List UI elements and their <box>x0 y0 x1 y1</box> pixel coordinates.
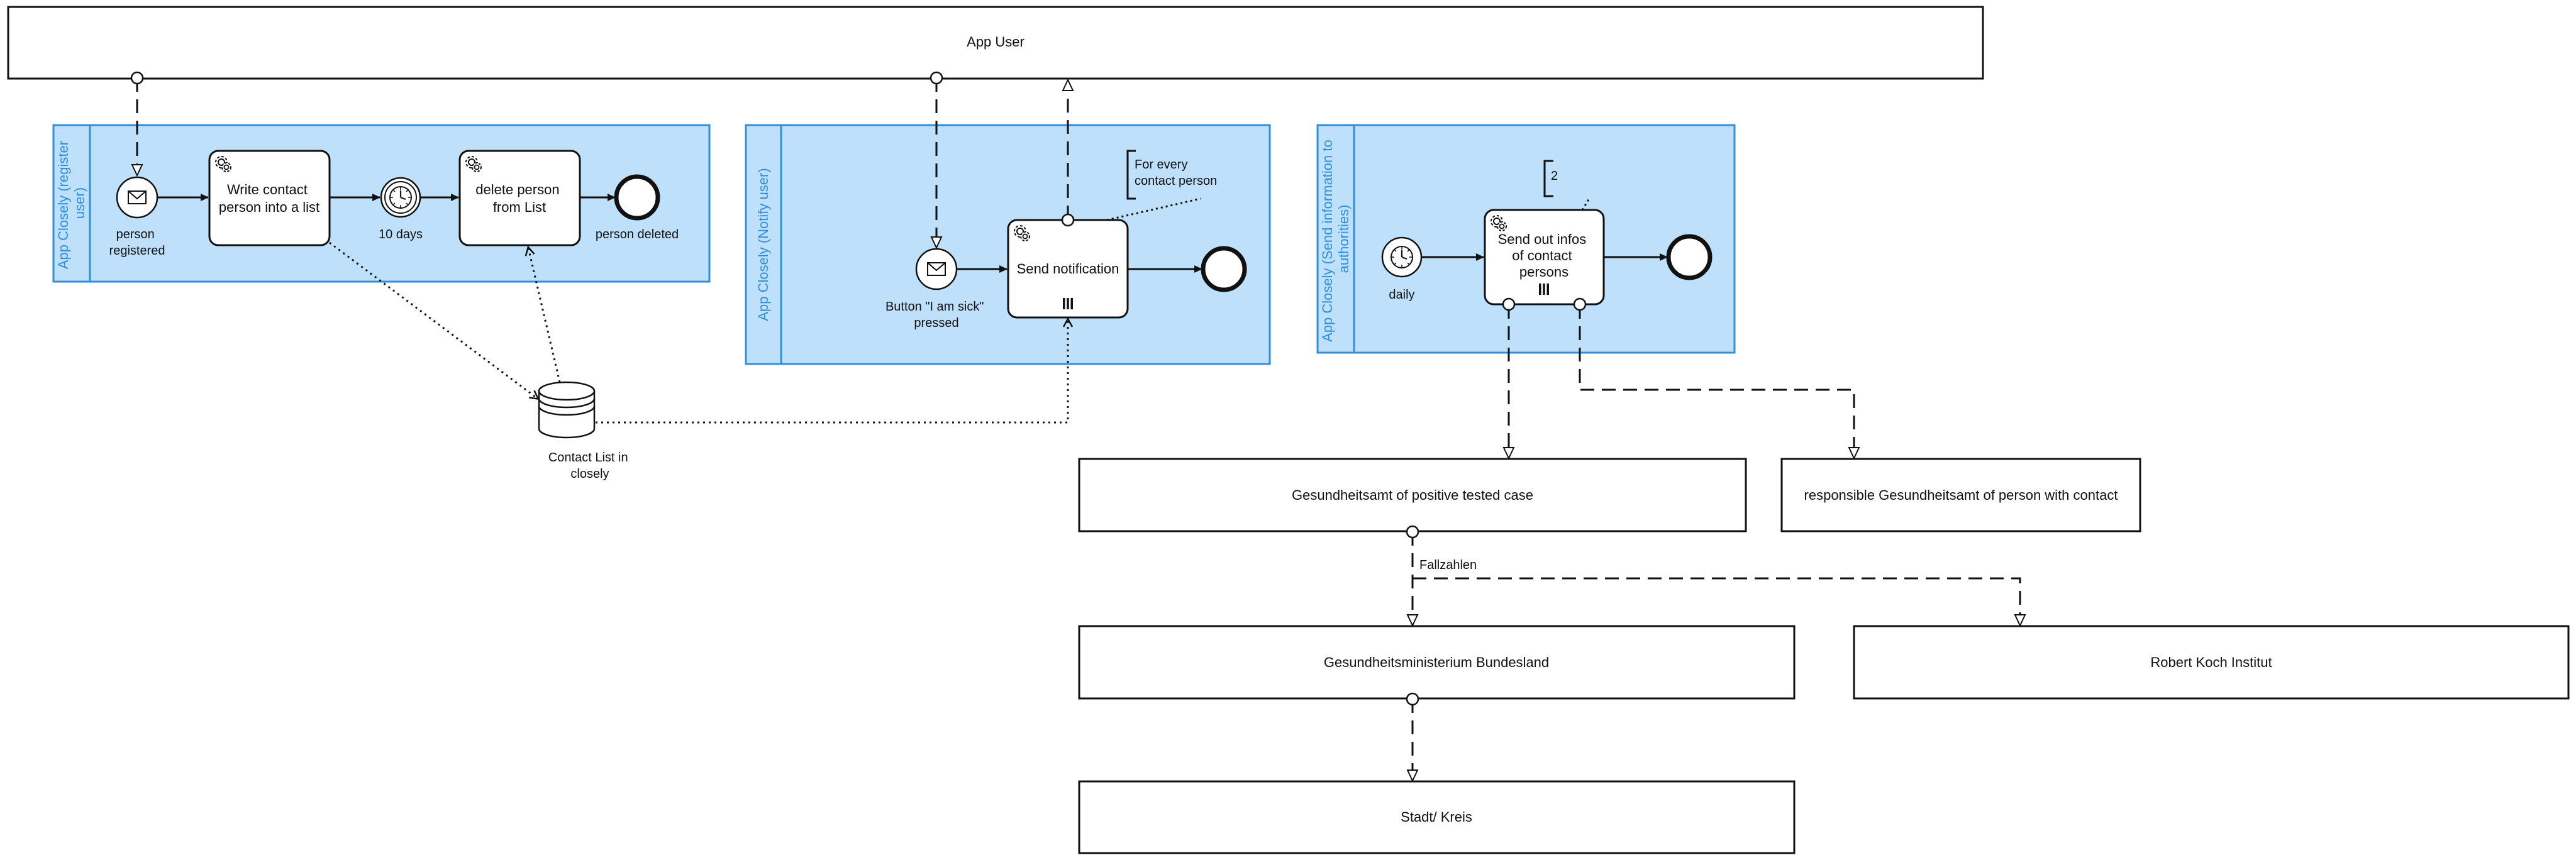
daily-label: daily <box>1389 288 1414 302</box>
end-event-authorities[interactable] <box>1666 234 1713 280</box>
pool-app-user-label: App User <box>967 34 1024 50</box>
clock-icon <box>389 185 413 209</box>
lane-notify-user-label: App Closely (Notify user) <box>755 168 771 321</box>
pool-app-user[interactable]: App User <box>7 6 1984 80</box>
button-pressed-label: Button "I am sick" pressed <box>886 300 987 330</box>
task-send-out-infos-label: Send out infos of contact persons <box>1498 231 1591 280</box>
task-send-out-infos[interactable]: Send out infos of contact persons <box>1484 209 1605 306</box>
message-flow-fallzahlen-label: Fallzahlen <box>1419 558 1477 572</box>
timer-start-event-daily[interactable] <box>1381 236 1423 278</box>
parallel-multi-instance-icon <box>1539 284 1549 295</box>
task-delete-person-label: delete person from List <box>475 182 563 215</box>
data-associations <box>329 241 1068 424</box>
annotation-two[interactable]: 2 <box>1543 160 1591 211</box>
pool-rki-label: Robert Koch Institut <box>2150 654 2272 670</box>
ten-days-label: 10 days <box>379 228 423 241</box>
pool-stadt-kreis[interactable]: Stadt/ Kreis <box>1078 780 1796 854</box>
person-deleted-label: person deleted <box>596 228 679 241</box>
pool-gesundheitsamt-contact[interactable]: responsible Gesundheitsamt of person wit… <box>1780 458 2141 532</box>
pool-gesundheitsamt-positive[interactable]: Gesundheitsamt of positive tested case <box>1078 458 1747 532</box>
pool-gesundheitsamt-contact-label: responsible Gesundheitsamt of person wit… <box>1804 487 2118 503</box>
end-event-notify[interactable] <box>1201 246 1247 292</box>
task-write-contact[interactable]: Write contact person into a list <box>208 150 331 246</box>
end-event-person-deleted[interactable] <box>614 174 660 221</box>
annotation-for-every-contact[interactable]: For every contact person <box>1106 150 1217 221</box>
pool-rki[interactable]: Robert Koch Institut <box>1853 625 2570 700</box>
person-registered-label: person registered <box>109 228 165 258</box>
pool-ministerium[interactable]: Gesundheitsministerium Bundesland <box>1078 625 1796 700</box>
pool-stadt-kreis-label: Stadt/ Kreis <box>1401 809 1472 825</box>
annotation-for-every-contact-text: For every contact person <box>1135 158 1217 188</box>
lane-register-user-label: App Closely (register user) <box>55 137 87 269</box>
clock-icon <box>1390 245 1414 269</box>
task-delete-person[interactable]: delete person from List <box>458 150 581 246</box>
timer-event-10-days[interactable] <box>380 177 421 218</box>
data-store-label: Contact List in closely <box>548 451 631 481</box>
annotation-two-text: 2 <box>1551 169 1558 183</box>
message-flow-origins <box>130 71 1587 706</box>
task-send-notification[interactable]: Send notification <box>1007 219 1129 319</box>
data-store-contact-list[interactable] <box>538 381 596 439</box>
envelope-icon <box>927 262 946 276</box>
pool-ministerium-label: Gesundheitsministerium Bundesland <box>1324 654 1549 670</box>
message-start-event-person-registered[interactable] <box>116 176 158 219</box>
envelope-icon <box>128 190 147 204</box>
pool-gesundheitsamt-positive-label: Gesundheitsamt of positive tested case <box>1292 487 1533 503</box>
task-write-contact-label: Write contact person into a list <box>219 182 319 215</box>
task-send-notification-label: Send notification <box>1017 261 1119 277</box>
parallel-multi-instance-icon <box>1063 298 1073 309</box>
message-flows <box>137 78 2020 780</box>
message-start-event-button-pressed[interactable] <box>915 248 958 290</box>
lane-send-authorities-label: App Closely (Send information to authori… <box>1319 136 1352 342</box>
